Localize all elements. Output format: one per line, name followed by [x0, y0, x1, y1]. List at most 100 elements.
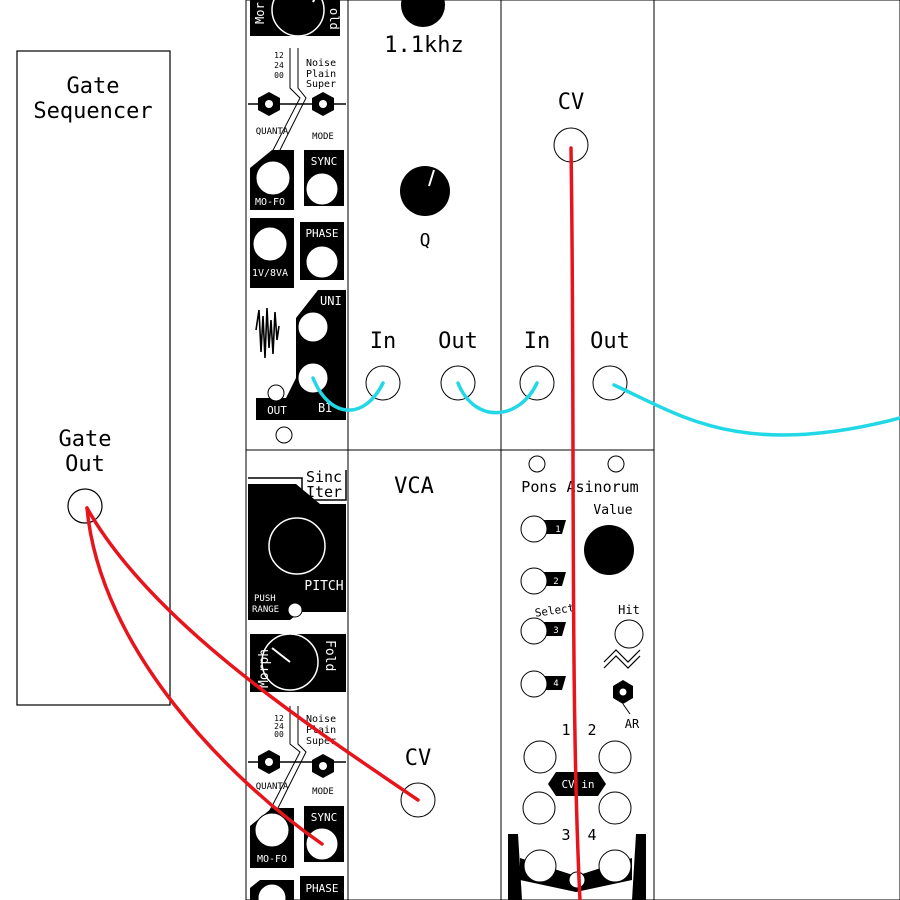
- select-button-label: 4: [553, 679, 558, 689]
- value-knob[interactable]: [584, 525, 634, 575]
- vca-module: VCA CV: [347, 449, 502, 900]
- mo-fo-label: MO-FO: [255, 197, 285, 208]
- cyan-cable-bi-to-filter-in[interactable]: [311, 376, 385, 412]
- envelope-icon: [603, 649, 641, 669]
- q-knob[interactable]: [400, 166, 450, 216]
- push-range-label-2: RANGE: [252, 605, 279, 615]
- uni-label: UNI: [320, 294, 342, 308]
- patch-cables: [85, 146, 900, 900]
- quanta-label: QUANTA: [256, 127, 289, 137]
- mode-label: MODE: [312, 132, 334, 142]
- morph-fold-knob-top[interactable]: [271, 0, 325, 37]
- mix-jack[interactable]: [568, 871, 586, 889]
- cv-module: CV In Out: [500, 0, 655, 451]
- hit-jack[interactable]: [614, 619, 644, 649]
- mode-label: MODE: [312, 787, 334, 797]
- oscillator-top-module: Mor old 12 24 00 Noise Plain Super QUANT…: [245, 0, 349, 451]
- cyan-cable-filter-out-to-cv-in[interactable]: [456, 381, 539, 415]
- gate-out-label-2: Out: [65, 452, 105, 477]
- mode-name: Noise: [306, 714, 336, 725]
- cv-in-jack-2[interactable]: [598, 791, 632, 825]
- channel-number: 2: [587, 721, 596, 739]
- output-jack-4[interactable]: [598, 849, 632, 883]
- select-button-2[interactable]: 2: [520, 567, 566, 595]
- select-button-label: 3: [553, 626, 558, 636]
- select-button-1[interactable]: 1: [520, 515, 566, 543]
- mode-num: 24: [274, 722, 284, 731]
- filter-in-label: In: [370, 329, 397, 354]
- cv-in-jack-1[interactable]: [522, 791, 556, 825]
- mo-fo-jack-top[interactable]: [255, 160, 291, 196]
- uni-jack[interactable]: [297, 311, 329, 343]
- red-cable-cv-to-bottom[interactable]: [569, 146, 582, 900]
- sinc-iter-title-2: Iter: [306, 483, 342, 501]
- pons-asinorum-module: Pons Asinorum Value 1 2 Select 3 4 Hit: [500, 449, 655, 900]
- output-jack-2[interactable]: [598, 740, 632, 774]
- channel-number: 3: [561, 826, 570, 844]
- phase-jack-top[interactable]: [305, 245, 339, 279]
- cv-in-label: CV in: [561, 778, 594, 791]
- gate-sequencer-module: Gate Sequencer Gate Out: [16, 50, 171, 706]
- select-button-label: 1: [555, 525, 560, 535]
- sync-label: SYNC: [311, 811, 338, 824]
- morph-label-top: Mor: [253, 2, 267, 24]
- filter-module: 1.1khz Q In Out: [347, 0, 502, 451]
- pitch-label: PITCH: [304, 579, 343, 594]
- v8va-jack-top[interactable]: [252, 226, 288, 262]
- screw-icon: [607, 455, 625, 473]
- mo-fo-jack-bottom[interactable]: [254, 812, 290, 848]
- output-jack-3[interactable]: [523, 849, 557, 883]
- mode-name: Plain: [306, 69, 336, 80]
- cv-out-label: Out: [590, 329, 630, 354]
- push-range-label: PUSH: [254, 594, 276, 604]
- morph-label-bottom: Morph: [257, 649, 272, 688]
- vca-title: VCA: [394, 474, 434, 499]
- gate-out-label: Gate: [59, 427, 112, 452]
- select-label: Select: [534, 601, 575, 619]
- channel-number: 1: [561, 721, 570, 739]
- sync-label: SYNC: [311, 155, 338, 168]
- v8va-label: 1V/8VA: [252, 268, 288, 279]
- ar-label: AR: [625, 717, 640, 731]
- frequency-knob[interactable]: [401, 0, 445, 27]
- quanta-label: QUANTA: [256, 782, 289, 792]
- fold-label-bottom: Fold: [322, 640, 337, 671]
- pons-title: Pons Asinorum: [521, 478, 638, 496]
- q-label: Q: [420, 230, 431, 251]
- gate-sequencer-title: Gate: [67, 74, 120, 99]
- phase-label: PHASE: [305, 227, 338, 240]
- screw-icon: [275, 426, 293, 444]
- select-button-3[interactable]: 3: [520, 617, 566, 645]
- gate-out-jack[interactable]: [67, 488, 103, 524]
- out-label: OUT: [267, 404, 287, 417]
- cyan-cable-cv-out-to-right[interactable]: [612, 383, 900, 437]
- red-cable-gate-to-vca-cv[interactable]: [85, 506, 420, 802]
- hit-label: Hit: [618, 603, 640, 617]
- push-range-button[interactable]: [287, 602, 303, 618]
- bi-label: BI: [318, 401, 332, 415]
- red-cable-gate-to-sync[interactable]: [85, 506, 324, 846]
- sync-jack-top[interactable]: [305, 172, 339, 206]
- cv-out-jack[interactable]: [592, 365, 628, 401]
- mode-num: 12: [274, 51, 284, 60]
- cv-label-top: CV: [558, 90, 585, 115]
- select-button-4[interactable]: 4: [520, 670, 566, 698]
- fold-label-top: old: [327, 8, 341, 30]
- mode-num: 00: [274, 730, 284, 739]
- vca-cv-label: CV: [405, 746, 432, 771]
- mode-num: 12: [274, 714, 284, 723]
- mode-name: Noise: [306, 58, 336, 69]
- pitch-knob[interactable]: [268, 517, 326, 575]
- phase-label: PHASE: [305, 882, 338, 895]
- noise-logo-icon: [254, 306, 280, 362]
- output-jack-1[interactable]: [523, 740, 557, 774]
- mode-name: Plain: [306, 725, 336, 736]
- sinc-iter-title: Sinc: [306, 468, 342, 486]
- filter-out-label: Out: [438, 329, 478, 354]
- blank-panel: [653, 0, 900, 900]
- mode-num: 00: [274, 71, 284, 80]
- value-label: Value: [593, 503, 632, 518]
- frequency-label: 1.1khz: [384, 33, 463, 58]
- channel-number: 4: [587, 826, 596, 844]
